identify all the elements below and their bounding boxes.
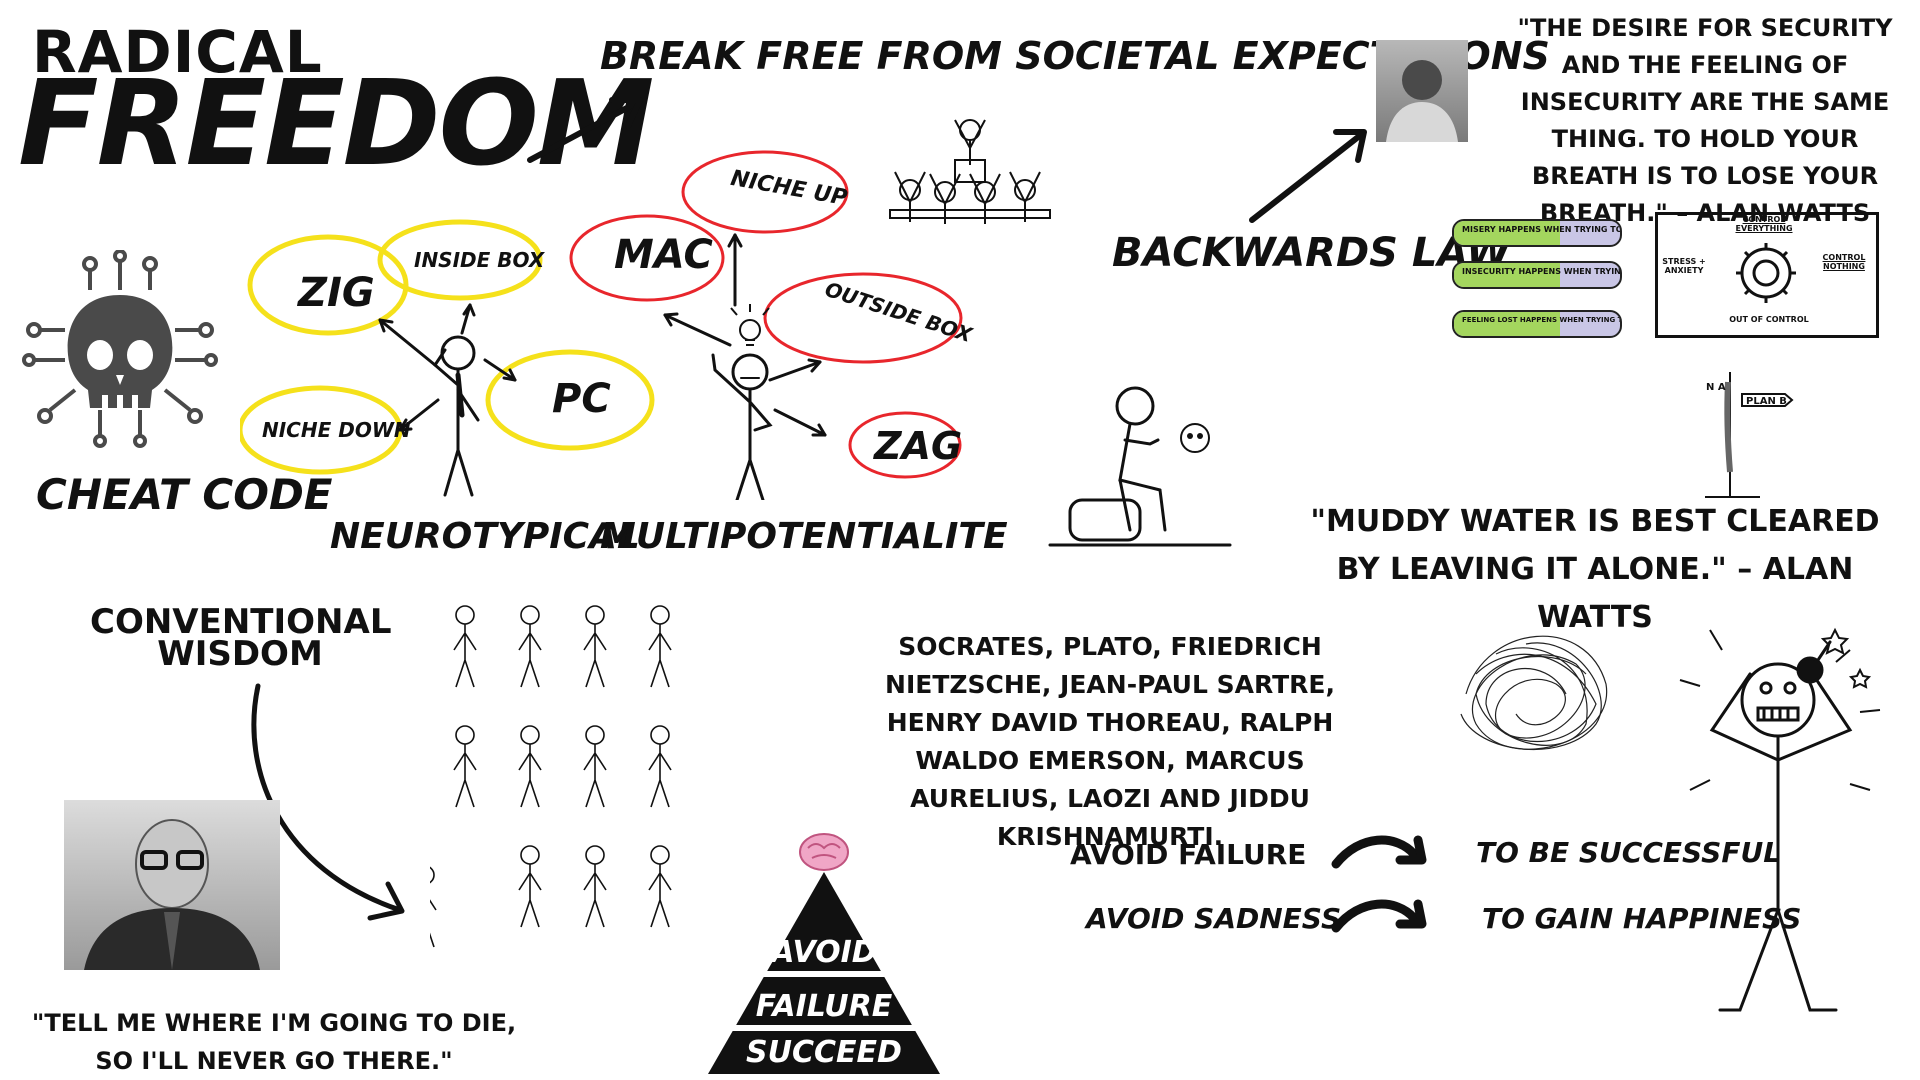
- gear-icon: [1736, 243, 1796, 303]
- signpost-left: N A: [1706, 382, 1726, 393]
- backwards-bar-3: FEELING LOST HAPPENS WHEN TRYING TO FIND…: [1452, 310, 1622, 338]
- ellipse-pc: [485, 349, 655, 451]
- backwards-law-label: BACKWARDS LAW: [1112, 230, 1511, 276]
- portrait-silhouette-icon: [1386, 60, 1458, 142]
- brain-icon: [799, 833, 849, 871]
- option-mac: MAC: [614, 232, 713, 278]
- option-zag: ZAG: [874, 424, 963, 468]
- arrow-title: [527, 97, 643, 163]
- inversion-right-2: TO GAIN HAPPINESS: [1482, 902, 1802, 935]
- control-cycle-box: CONTROL EVERYTHING STRESS + ANXIETY CONT…: [1655, 212, 1879, 338]
- cheat-code-label: CHEAT CODE: [36, 470, 333, 519]
- skull-chip-icon: [22, 250, 218, 448]
- curved-arrow-icon: [1331, 835, 1427, 869]
- philosophers-list: SOCRATES, PLATO, FRIEDRICH NIETZSCHE, JE…: [885, 632, 1335, 851]
- pyramid-level-1: AVOID: [769, 935, 876, 970]
- ellipse-inside-box: [377, 219, 543, 301]
- multipotentialite-label: MULTIPOTENTIALITE: [600, 516, 1008, 557]
- conventional-wisdom-label: CONVENTIONAL WISDOM: [90, 602, 392, 674]
- control-right-label: CONTROL NOTHING: [1822, 253, 1866, 271]
- control-bottom-label: OUT OF CONTROL: [1729, 315, 1809, 324]
- portrait-silhouette-icon: [84, 819, 260, 970]
- option-zig: ZIG: [298, 270, 375, 316]
- ellipse-niche-up: [681, 150, 849, 234]
- charlie-munger-photo: [64, 800, 280, 970]
- ellipse-zag: [848, 411, 962, 479]
- alan-watts-photo: [1376, 40, 1468, 142]
- walking-crowd-illustration: [430, 605, 672, 948]
- inversion-left-1: AVOID FAILURE: [1070, 838, 1307, 871]
- curved-arrow-icon: [1331, 899, 1427, 933]
- speaker-crowd-illustration: [889, 119, 1051, 224]
- inversion-left-2: AVOID SADNESS: [1086, 902, 1342, 935]
- pyramid-level-3: SUCCEED: [746, 1035, 902, 1070]
- watts-quote-security: "THE DESIRE FOR SECURITY AND THE FEELING…: [1517, 14, 1893, 227]
- option-pc: PC: [552, 376, 611, 422]
- ellipse-zig: [247, 234, 409, 336]
- munger-quote: "TELL ME WHERE I'M GOING TO DIE, SO I'LL…: [31, 1009, 517, 1075]
- backwards-bar-2: INSECURITY HAPPENS WHEN TRYING TO BE SEC…: [1452, 261, 1622, 289]
- title-radical: RADICAL: [32, 18, 323, 86]
- control-top-label: CONTROL EVERYTHING: [1735, 215, 1793, 233]
- signpost-right: PLAN B: [1746, 396, 1787, 407]
- watts-quote-muddy-water: "MUDDY WATER IS BEST CLEARED BY LEAVING …: [1310, 504, 1880, 635]
- stressed-figure-illustration: [1679, 627, 1881, 1012]
- control-left-label: STRESS + ANXIETY: [1662, 257, 1706, 275]
- arrow-backwards-law: [1249, 129, 1367, 223]
- pyramid-level-2: FAILURE: [756, 989, 893, 1024]
- thinker-skull-illustration: [1048, 386, 1232, 547]
- option-inside-box: INSIDE BOX: [414, 248, 545, 272]
- title-freedom: FREEDOM: [18, 54, 654, 192]
- inversion-right-1: TO BE SUCCESSFUL: [1476, 836, 1782, 869]
- ellipse-mac: [569, 214, 725, 302]
- neurotypical-diagram: [240, 219, 655, 497]
- pyramid-diagram: AVOID FAILURE SUCCEED: [704, 833, 944, 1074]
- backwards-bar-1: MISERY HAPPENS WHEN TRYING TO BE HAPPY: [1452, 219, 1622, 247]
- neurotypical-label: NEUROTYPICAL: [330, 516, 640, 557]
- multipotentialite-diagram: [569, 150, 963, 500]
- option-niche-down: NICHE DOWN: [262, 418, 411, 442]
- tangled-scribble-illustration: [1460, 635, 1608, 751]
- plan-b-signpost-illustration: N A PLAN B: [1705, 372, 1794, 498]
- ellipse-outside-box: [763, 272, 963, 364]
